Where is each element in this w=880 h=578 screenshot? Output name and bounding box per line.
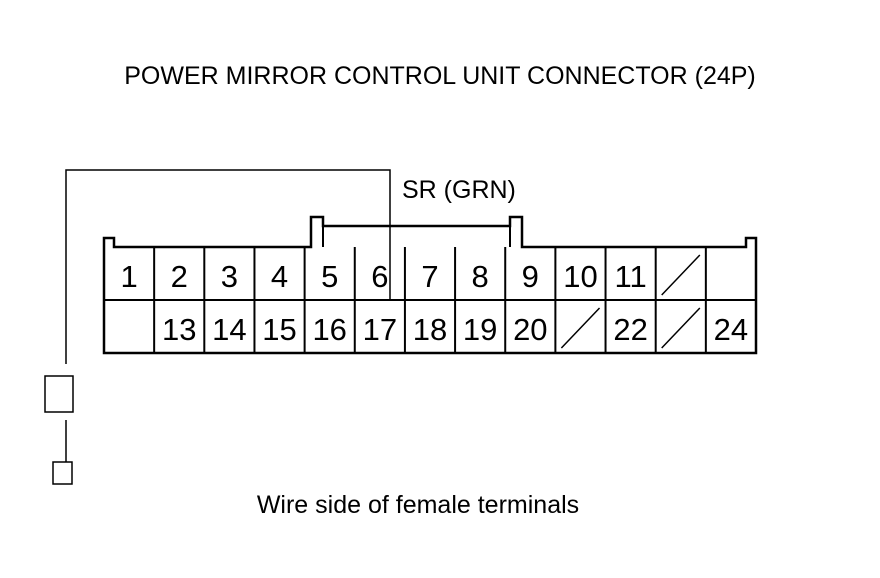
terminal-18: 18 (413, 312, 447, 347)
terminal-15: 15 (262, 312, 296, 347)
terminal-13: 13 (162, 312, 196, 347)
terminal-11: 11 (615, 259, 647, 294)
terminal-22: 22 (613, 312, 647, 347)
terminal-6: 6 (371, 259, 388, 294)
probe-connector-icon (44, 375, 74, 413)
diagram-title: POWER MIRROR CONTROL UNIT CONNECTOR (24P… (124, 62, 756, 90)
probe-tip-icon (52, 461, 73, 485)
terminal-9: 9 (522, 259, 539, 294)
unused-terminal-slash (560, 307, 601, 349)
terminal-17: 17 (363, 312, 397, 347)
wire-label: SR (GRN) (402, 176, 516, 204)
terminal-5: 5 (321, 259, 338, 294)
terminal-7: 7 (421, 259, 438, 294)
terminal-1: 1 (120, 259, 137, 294)
terminal-16: 16 (312, 312, 346, 347)
unused-terminal-slash (661, 254, 701, 296)
terminal-19: 19 (463, 312, 497, 347)
terminal-14: 14 (212, 312, 246, 347)
terminal-row-bottom: 13 14 15 16 17 18 19 20 22 24 (153, 300, 748, 353)
terminal-3: 3 (221, 259, 238, 294)
unused-terminal-slash (661, 307, 701, 349)
terminal-8: 8 (472, 259, 489, 294)
terminal-20: 20 (513, 312, 547, 347)
wire-sr-grn (65, 169, 391, 364)
terminal-4: 4 (271, 259, 288, 294)
terminal-10: 10 (563, 259, 597, 294)
diagram-caption: Wire side of female terminals (257, 491, 579, 519)
terminal-24: 24 (714, 312, 748, 347)
terminal-2: 2 (171, 259, 188, 294)
connector-housing (102, 215, 758, 355)
